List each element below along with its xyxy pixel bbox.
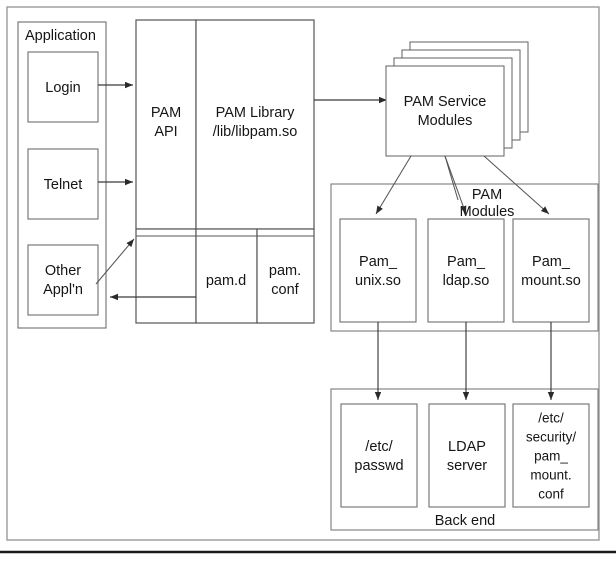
back-end-label-etc-passwd-line2: passwd — [354, 458, 403, 474]
config-label-pam-conf-line2: conf — [271, 282, 299, 298]
pam-module-box-pam-unix — [339, 218, 417, 323]
pam-modules-group-label-line2: Modules — [460, 204, 515, 220]
pam-library-label-line1: PAM Library — [216, 105, 295, 121]
back-end-box-pam-mount-conf — [512, 403, 590, 508]
pam-module-label-pam-mount-line1: Pam_ — [532, 254, 571, 270]
pam-modules-group-label-line1: PAM — [472, 187, 502, 203]
application-box-telnet — [27, 148, 99, 220]
application-group-label: Application — [25, 28, 96, 44]
application-label-other-appln-line1: Other — [45, 263, 81, 279]
back-end-box-ldap-server — [428, 403, 506, 508]
back-end-label-ldap-server-line2: server — [447, 458, 487, 474]
back-end-box-etc-passwd — [340, 403, 418, 508]
pam-service-modules-box — [385, 65, 505, 157]
back-end-label-pam-mount-conf-line2: security/ — [526, 430, 577, 445]
pam-service-modules-label-line1: PAM Service — [404, 94, 487, 110]
connector-service-modules-mid-guide — [444, 155, 459, 201]
application-box-login — [27, 51, 99, 123]
back-end-label-pam-mount-conf-line5: conf — [538, 487, 564, 502]
diagram-outer-frame — [6, 6, 600, 541]
pam-api-box — [135, 19, 197, 230]
pam-module-label-pam-mount-line2: mount.so — [521, 273, 581, 289]
pam-library-label-line2: /lib/libpam.so — [213, 124, 298, 140]
back-end-group-box — [330, 388, 599, 531]
pam-api-label-line1: PAM — [151, 105, 181, 121]
back-end-label-ldap-server-line1: LDAP — [448, 439, 486, 455]
pam-service-modules-label-line2: Modules — [418, 113, 473, 129]
pam-api-label-line2: API — [154, 124, 177, 140]
connector-other-appln-to-pam-api — [95, 238, 135, 285]
pam-module-label-pam-unix-line1: Pam_ — [359, 254, 398, 270]
back-end-group-label: Back end — [435, 513, 495, 529]
config-label-pam-conf-line1: pam. — [269, 263, 301, 279]
pam-modules-group-box — [330, 183, 599, 332]
pam-module-box-pam-ldap — [427, 218, 505, 323]
connector-service-modules-to-pam-unix — [375, 155, 412, 215]
pam-module-label-pam-unix-line2: unix.so — [355, 273, 401, 289]
back-end-label-pam-mount-conf-line4: mount. — [530, 468, 571, 483]
application-label-other-appln-line2: Appl'n — [43, 282, 83, 298]
pam-library-box — [195, 19, 315, 230]
pam-api-lower-box — [135, 228, 197, 324]
connector-service-modules-to-pam-mount — [483, 155, 550, 215]
pam-module-label-pam-ldap-line2: ldap.so — [443, 273, 490, 289]
application-box-other-appln — [27, 244, 99, 316]
application-label-login: Login — [45, 80, 80, 96]
connector-service-modules-to-pam-ldap — [444, 155, 467, 215]
back-end-label-pam-mount-conf-line1: /etc/ — [538, 411, 564, 426]
pam-module-label-pam-ldap-line1: Pam_ — [447, 254, 486, 270]
config-box-pam-d — [195, 228, 258, 324]
config-label-pam-d: pam.d — [206, 273, 246, 289]
config-box-pam-conf — [256, 228, 315, 324]
back-end-label-pam-mount-conf-line3: pam_ — [534, 449, 568, 464]
pam-module-box-pam-mount — [512, 218, 590, 323]
back-end-label-etc-passwd-line1: /etc/ — [365, 439, 393, 455]
application-label-telnet: Telnet — [44, 177, 83, 193]
